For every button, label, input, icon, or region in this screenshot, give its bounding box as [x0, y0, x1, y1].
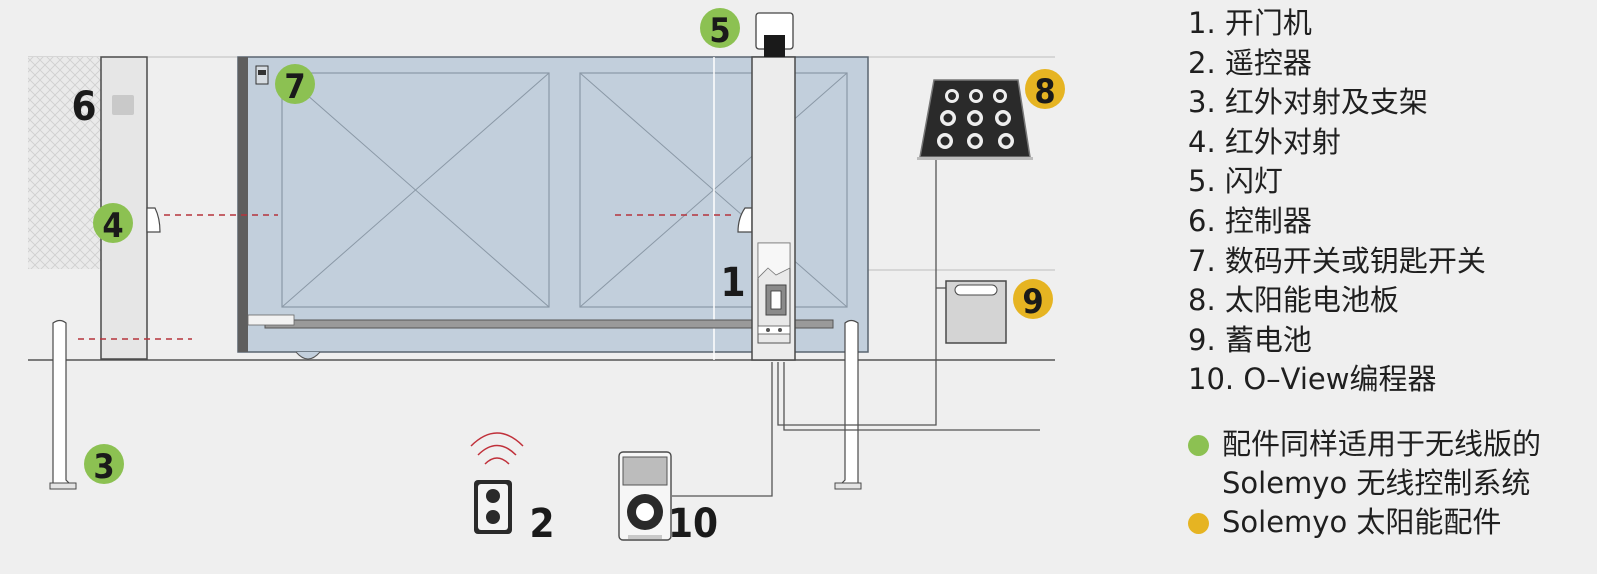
callout-1: 1 [720, 260, 745, 306]
wire-programmer [672, 362, 773, 497]
solar-panel [917, 79, 1033, 160]
gate-frame-edge [238, 57, 248, 352]
legend-item: 4. 红外对射 [1188, 124, 1341, 159]
photocell-post-right [835, 319, 859, 489]
badge-3: 3 [84, 444, 124, 487]
photocell-wall-left [146, 207, 161, 233]
note-wireless-line2: Solemyo 无线控制系统 [1222, 466, 1531, 500]
wire-posts [783, 362, 1040, 431]
callout-6: 6 [71, 84, 96, 130]
svg-text:4: 4 [102, 206, 123, 246]
flash-light-base [764, 35, 785, 57]
legend-item: 6. 控制器 [1188, 203, 1312, 238]
note-wireless-line1: 配件同样适用于无线版的 [1222, 427, 1542, 461]
legend-item: 8. 太阳能电池板 [1188, 283, 1399, 318]
green-dot-icon [1188, 435, 1209, 456]
svg-text:3: 3 [93, 447, 114, 487]
gate-frame-left [281, 72, 550, 308]
photocell-post-left [52, 319, 76, 489]
legend-item: 9. 蓄电池 [1188, 322, 1312, 357]
badge-8: 8 [1025, 69, 1065, 112]
photocell-wall-right [737, 207, 753, 233]
legend-item: 3. 红外对射及支架 [1188, 85, 1428, 120]
legend-item: 10. O–View编程器 [1188, 362, 1437, 397]
gate-rack [264, 319, 834, 329]
fence-wall [28, 57, 103, 269]
yellow-dot-icon [1188, 513, 1209, 534]
badge-7: 7 [275, 64, 315, 107]
note-solar: Solemyo 太阳能配件 [1188, 503, 1593, 542]
gate-stop [247, 314, 295, 326]
callout-10: 10 [668, 501, 718, 547]
note-wireless: 配件同样适用于无线版的 Solemyo 无线控制系统 [1188, 425, 1593, 503]
legend-item: 1. 开门机 [1188, 6, 1312, 40]
component-legend: 1. 开门机 2. 遥控器 3. 红外对射及支架 4. 红外对射 5. 闪灯 6… [1188, 4, 1588, 400]
badge-5: 5 [700, 8, 740, 51]
legend-item: 5. 闪灯 [1188, 164, 1283, 199]
svg-text:5: 5 [709, 11, 730, 51]
legend-item: 2. 遥控器 [1188, 45, 1312, 80]
svg-text:7: 7 [284, 67, 305, 107]
badge-4: 4 [93, 203, 133, 246]
callout-2: 2 [529, 501, 554, 547]
note-solar-line1: Solemyo 太阳能配件 [1222, 505, 1502, 539]
oview-programmer [618, 451, 672, 541]
svg-text:9: 9 [1022, 282, 1043, 322]
svg-text:8: 8 [1034, 72, 1055, 112]
controller-box [112, 95, 134, 115]
legend-item: 7. 数码开关或钥匙开关 [1188, 243, 1486, 278]
badge-9: 9 [1013, 279, 1053, 322]
remote-control [470, 432, 524, 534]
gate-wheel [295, 351, 321, 360]
battery-box [945, 280, 1007, 344]
accessory-notes: 配件同样适用于无线版的 Solemyo 无线控制系统 Solemyo 太阳能配件 [1188, 425, 1593, 542]
wire-solar [777, 160, 937, 426]
